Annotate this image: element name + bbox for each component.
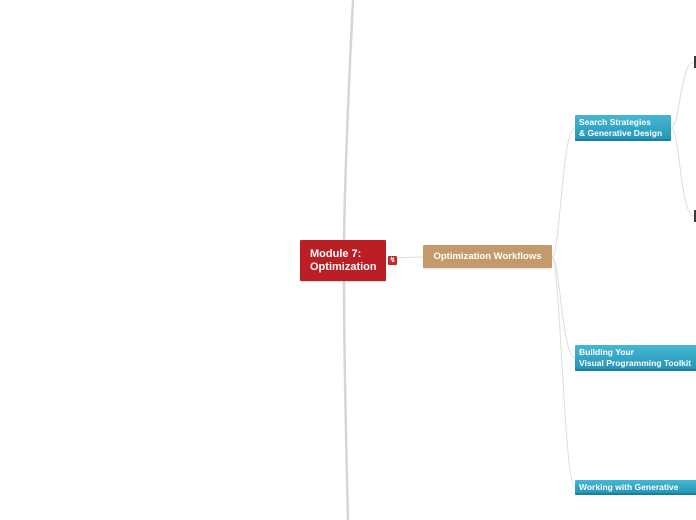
sub-topic-search-strategies[interactable]: Search Strategies & Generative Design bbox=[575, 115, 671, 141]
trunk-line bbox=[342, 0, 355, 520]
offscreen-child-node[interactable] bbox=[694, 56, 696, 68]
main-to-sub1-connector bbox=[551, 127, 576, 258]
root-topic[interactable]: Module 7: Optimization bbox=[300, 240, 386, 281]
sub-topic-visual-programming-toolkit[interactable]: Building Your Visual Programming Toolkit bbox=[575, 345, 696, 371]
main-topic-optimization-workflows[interactable]: Optimization Workflows bbox=[423, 245, 552, 268]
sub1-to-child-connector-2 bbox=[670, 127, 695, 217]
sub-topic-generative-design[interactable]: Working with Generative Design bbox=[575, 480, 696, 495]
collapse-icon[interactable]: ↯ bbox=[388, 256, 397, 265]
main-to-sub2-connector bbox=[551, 256, 576, 359]
main-to-sub3-connector bbox=[551, 256, 576, 488]
sub1-to-child-connector-1 bbox=[670, 61, 695, 129]
offscreen-child-node[interactable] bbox=[694, 210, 696, 222]
